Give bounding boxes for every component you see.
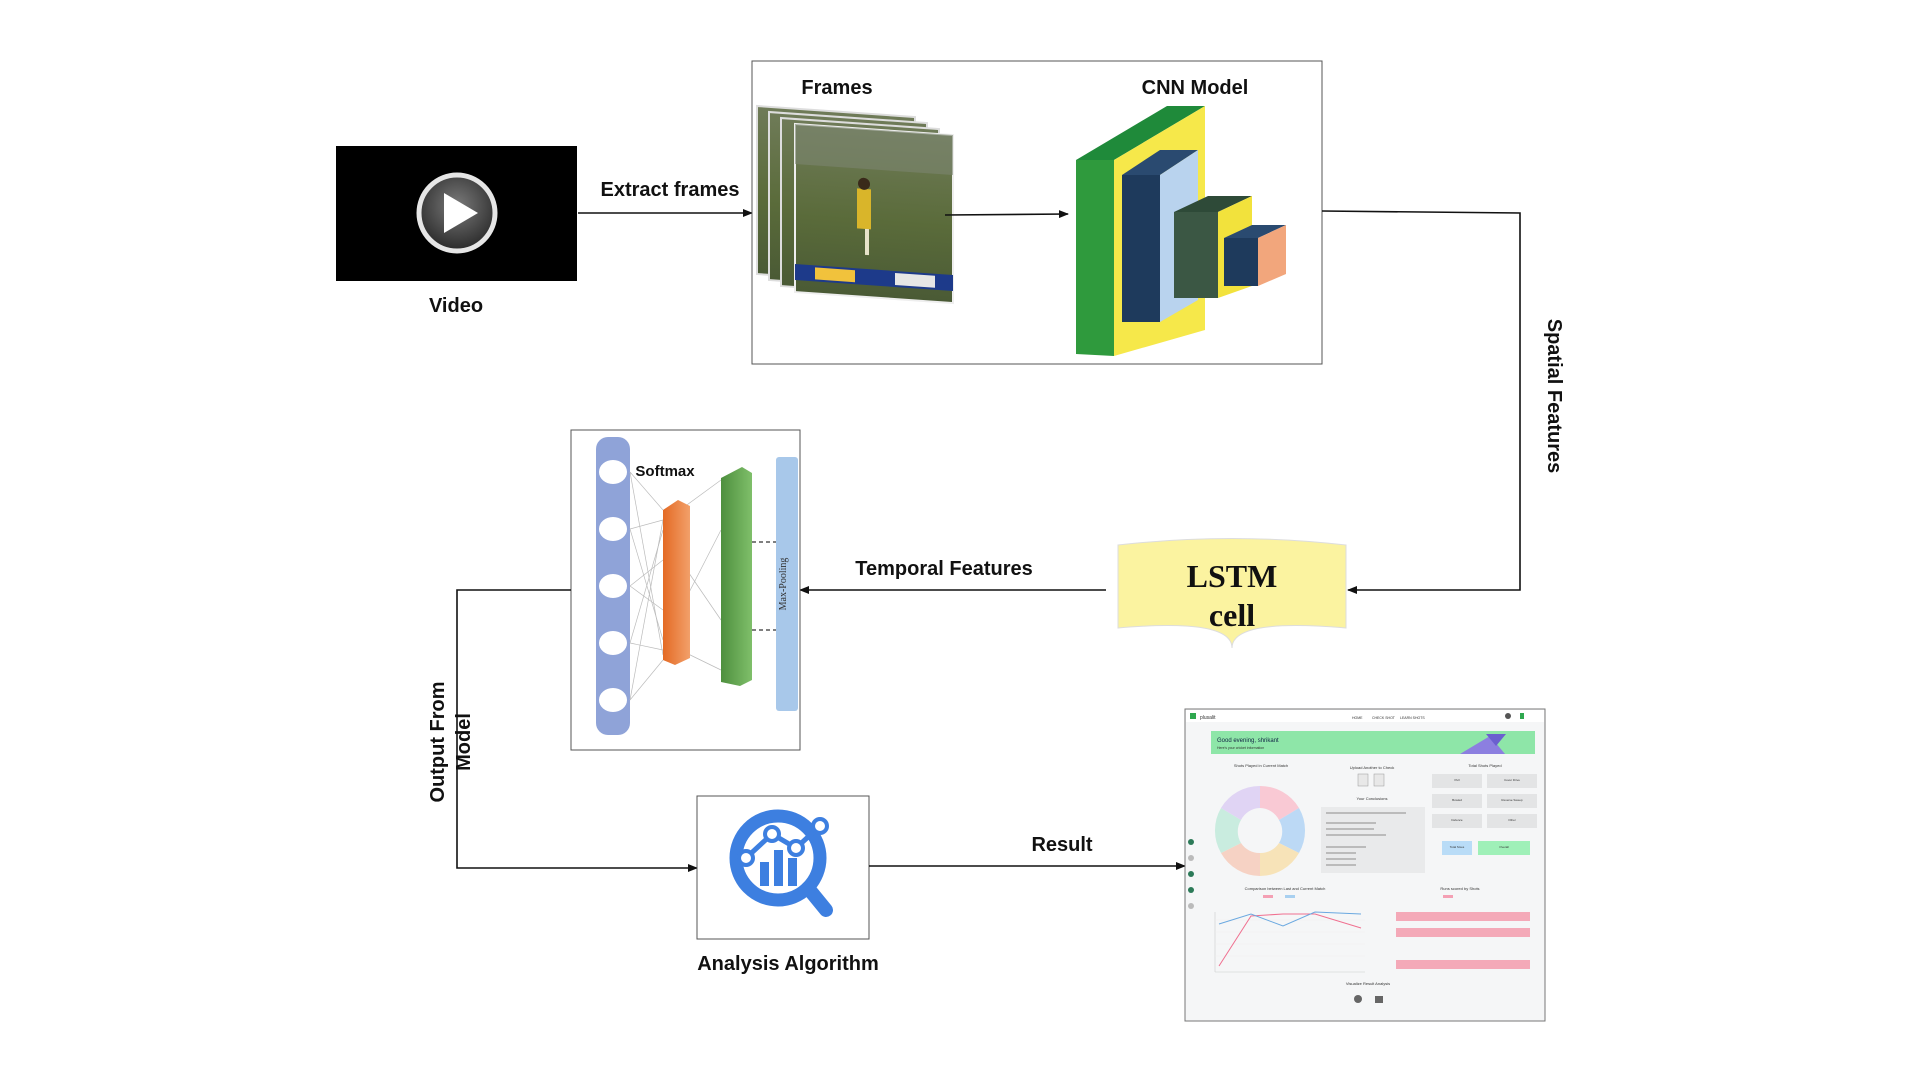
dashboard-nav-home: HOME: [1352, 716, 1363, 720]
runs-bar-chart: [1396, 912, 1530, 969]
dashboard-brand: plusalit: [1200, 715, 1216, 721]
arrow-cnn-to-lstm: [1321, 210, 1521, 594]
shot-type-cover-drive: Cover Drive: [1504, 778, 1520, 782]
dashboard-greeting-sub: Here's your cricket information: [1217, 746, 1264, 750]
arrow-classifier-to-analysis: [456, 589, 698, 872]
comparison-line-chart: [1214, 911, 1365, 973]
conclusions-title: Your Conclusions: [1357, 796, 1388, 801]
lstm-label-line1: LSTM: [1187, 558, 1278, 594]
cnn-model-graphic: [1076, 106, 1286, 356]
extract-frames-label: Extract frames: [601, 179, 740, 201]
frames-label: Frames: [801, 77, 872, 99]
visualize-title: Visualize Result Analysis: [1346, 981, 1390, 986]
shot-type-other: Other: [1508, 818, 1516, 822]
runs-title: Runs scored by Shots: [1440, 886, 1479, 891]
lstm-cell: LSTM cell: [1117, 538, 1347, 649]
classifier-network: Max-Pooling Softmax: [596, 437, 798, 735]
shot-type-reverse-sweep: Reverse Sweep: [1501, 798, 1523, 802]
output-from-model-line1: Output From: [427, 681, 449, 802]
shot-type-bowled: Bowled: [1452, 798, 1462, 802]
video-block: Video: [336, 146, 577, 317]
arrow-frames-to-cnn: [944, 210, 1069, 219]
video-label: Video: [429, 295, 483, 317]
softmax-label: Softmax: [635, 463, 695, 480]
total-shots-title: Total Shots Played: [1468, 763, 1501, 768]
shot-type-defence: Defence: [1451, 818, 1463, 822]
play-icon: [416, 172, 498, 254]
overall-label: Overall: [1499, 845, 1509, 849]
total-sixes-label: Total Sixes: [1450, 845, 1465, 849]
upload-title: Upload Another to Check: [1350, 765, 1394, 770]
dashboard-nav-check: CHECK SHOT: [1372, 716, 1396, 720]
result-label: Result: [1031, 834, 1092, 856]
temporal-features-label: Temporal Features: [855, 558, 1032, 580]
cnn-model-label: CNN Model: [1142, 77, 1249, 99]
frames-stack: [756, 104, 954, 305]
dashboard-greeting: Good evening, shrikant: [1217, 738, 1279, 744]
comparison-title: Comparison between Last and Current Matc…: [1245, 886, 1326, 891]
shots-current-title: Shots Played in Current Match: [1234, 763, 1288, 768]
shot-type-pull: Pull: [1454, 778, 1459, 782]
max-pooling-label: Max-Pooling: [778, 558, 789, 611]
lstm-label-line2: cell: [1209, 597, 1255, 633]
orange-dense-layer: [663, 500, 690, 665]
analytics-magnifier-icon: [729, 809, 833, 917]
dashboard-nav-learn: LEARN SHOTS: [1400, 716, 1425, 720]
spatial-features-label: Spatial Features: [1543, 319, 1565, 474]
shots-donut-chart: [1214, 785, 1306, 876]
analysis-algorithm-label: Analysis Algorithm: [697, 953, 879, 975]
output-from-model-line2: Model: [453, 713, 475, 771]
green-dense-layer: [721, 467, 752, 686]
result-dashboard: plusalit HOME CHECK SHOT LEARN SHOTS Goo…: [1184, 708, 1546, 1022]
max-pooling-layer: [776, 457, 798, 711]
